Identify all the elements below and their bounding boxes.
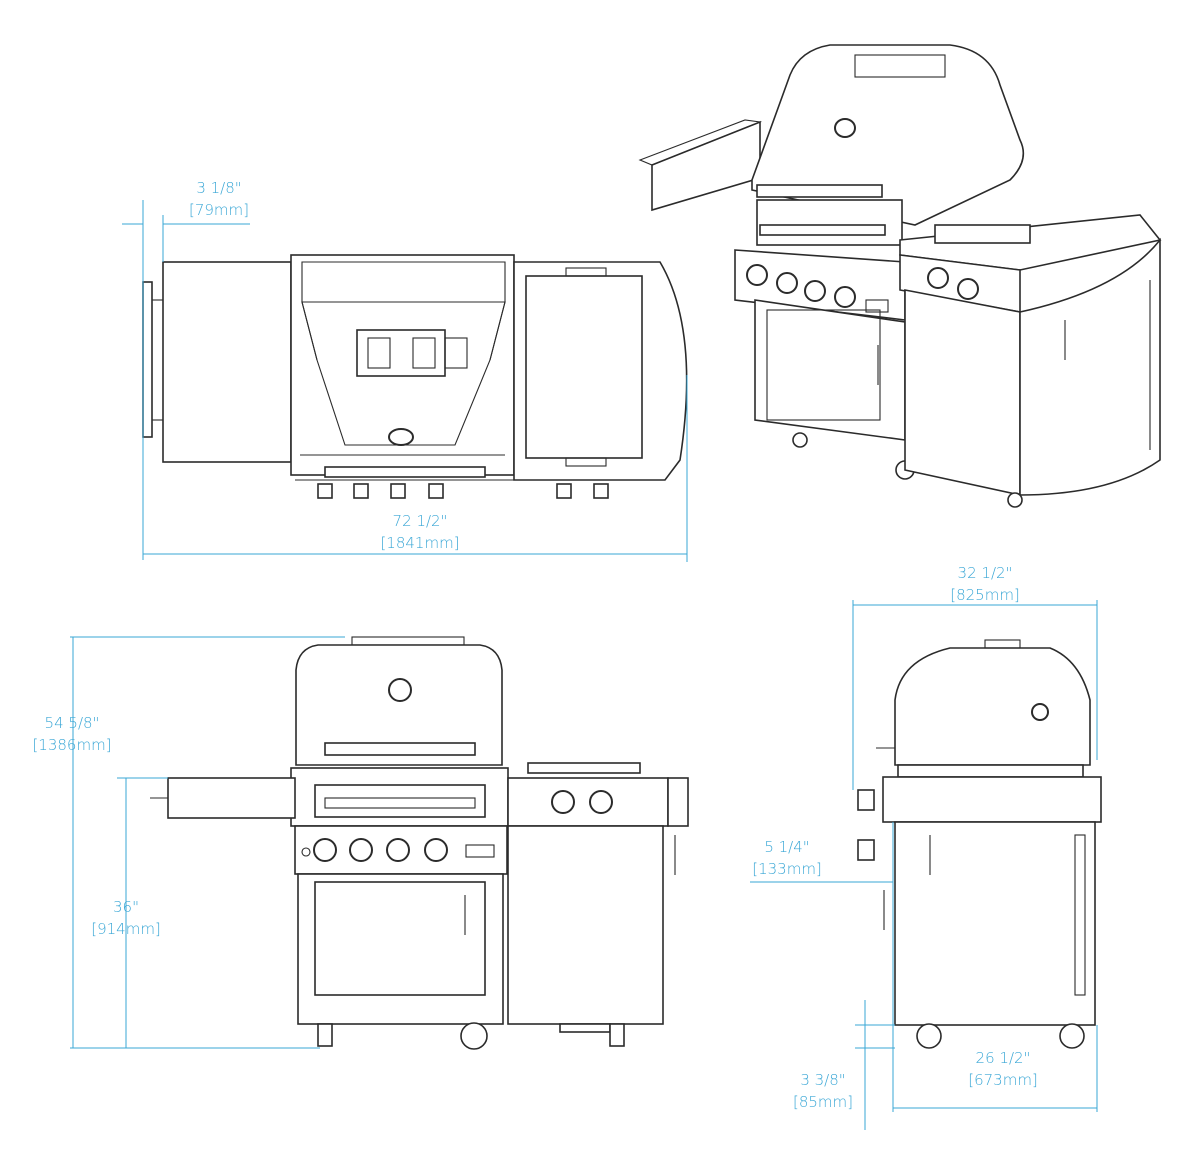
cart-depth-metric: [673mm] bbox=[968, 1071, 1038, 1089]
front-view-dimensions bbox=[70, 636, 345, 1049]
side-view bbox=[857, 639, 1102, 1049]
knob-projection-imperial: 5 1/4" bbox=[764, 838, 809, 856]
side-view-dimensions bbox=[750, 600, 1098, 1130]
counter-height-metric: [914mm] bbox=[91, 920, 161, 938]
top-view-dimensions bbox=[122, 200, 688, 562]
total-height-metric: [1386mm] bbox=[32, 736, 111, 754]
cart-depth-imperial: 26 1/2" bbox=[976, 1049, 1031, 1067]
knob-projection-metric: [133mm] bbox=[752, 860, 822, 878]
total-height-imperial: 54 5/8" bbox=[45, 714, 100, 732]
counter-height-imperial: 36" bbox=[113, 898, 139, 916]
total-width-metric: [1841mm] bbox=[380, 534, 459, 552]
caster-height-imperial: 3 3/8" bbox=[800, 1071, 845, 1089]
depth-overall-metric: [825mm] bbox=[950, 586, 1020, 604]
caster-height-metric: [85mm] bbox=[793, 1093, 853, 1111]
total-width-imperial: 72 1/2" bbox=[393, 512, 448, 530]
top-view bbox=[142, 254, 688, 499]
shelf-depth-imperial: 3 1/8" bbox=[196, 179, 241, 197]
depth-overall-imperial: 32 1/2" bbox=[958, 564, 1013, 582]
shelf-depth-metric: [79mm] bbox=[189, 201, 249, 219]
front-view bbox=[150, 636, 689, 1050]
perspective-view bbox=[638, 44, 1162, 508]
top-view-knobs bbox=[317, 483, 609, 499]
